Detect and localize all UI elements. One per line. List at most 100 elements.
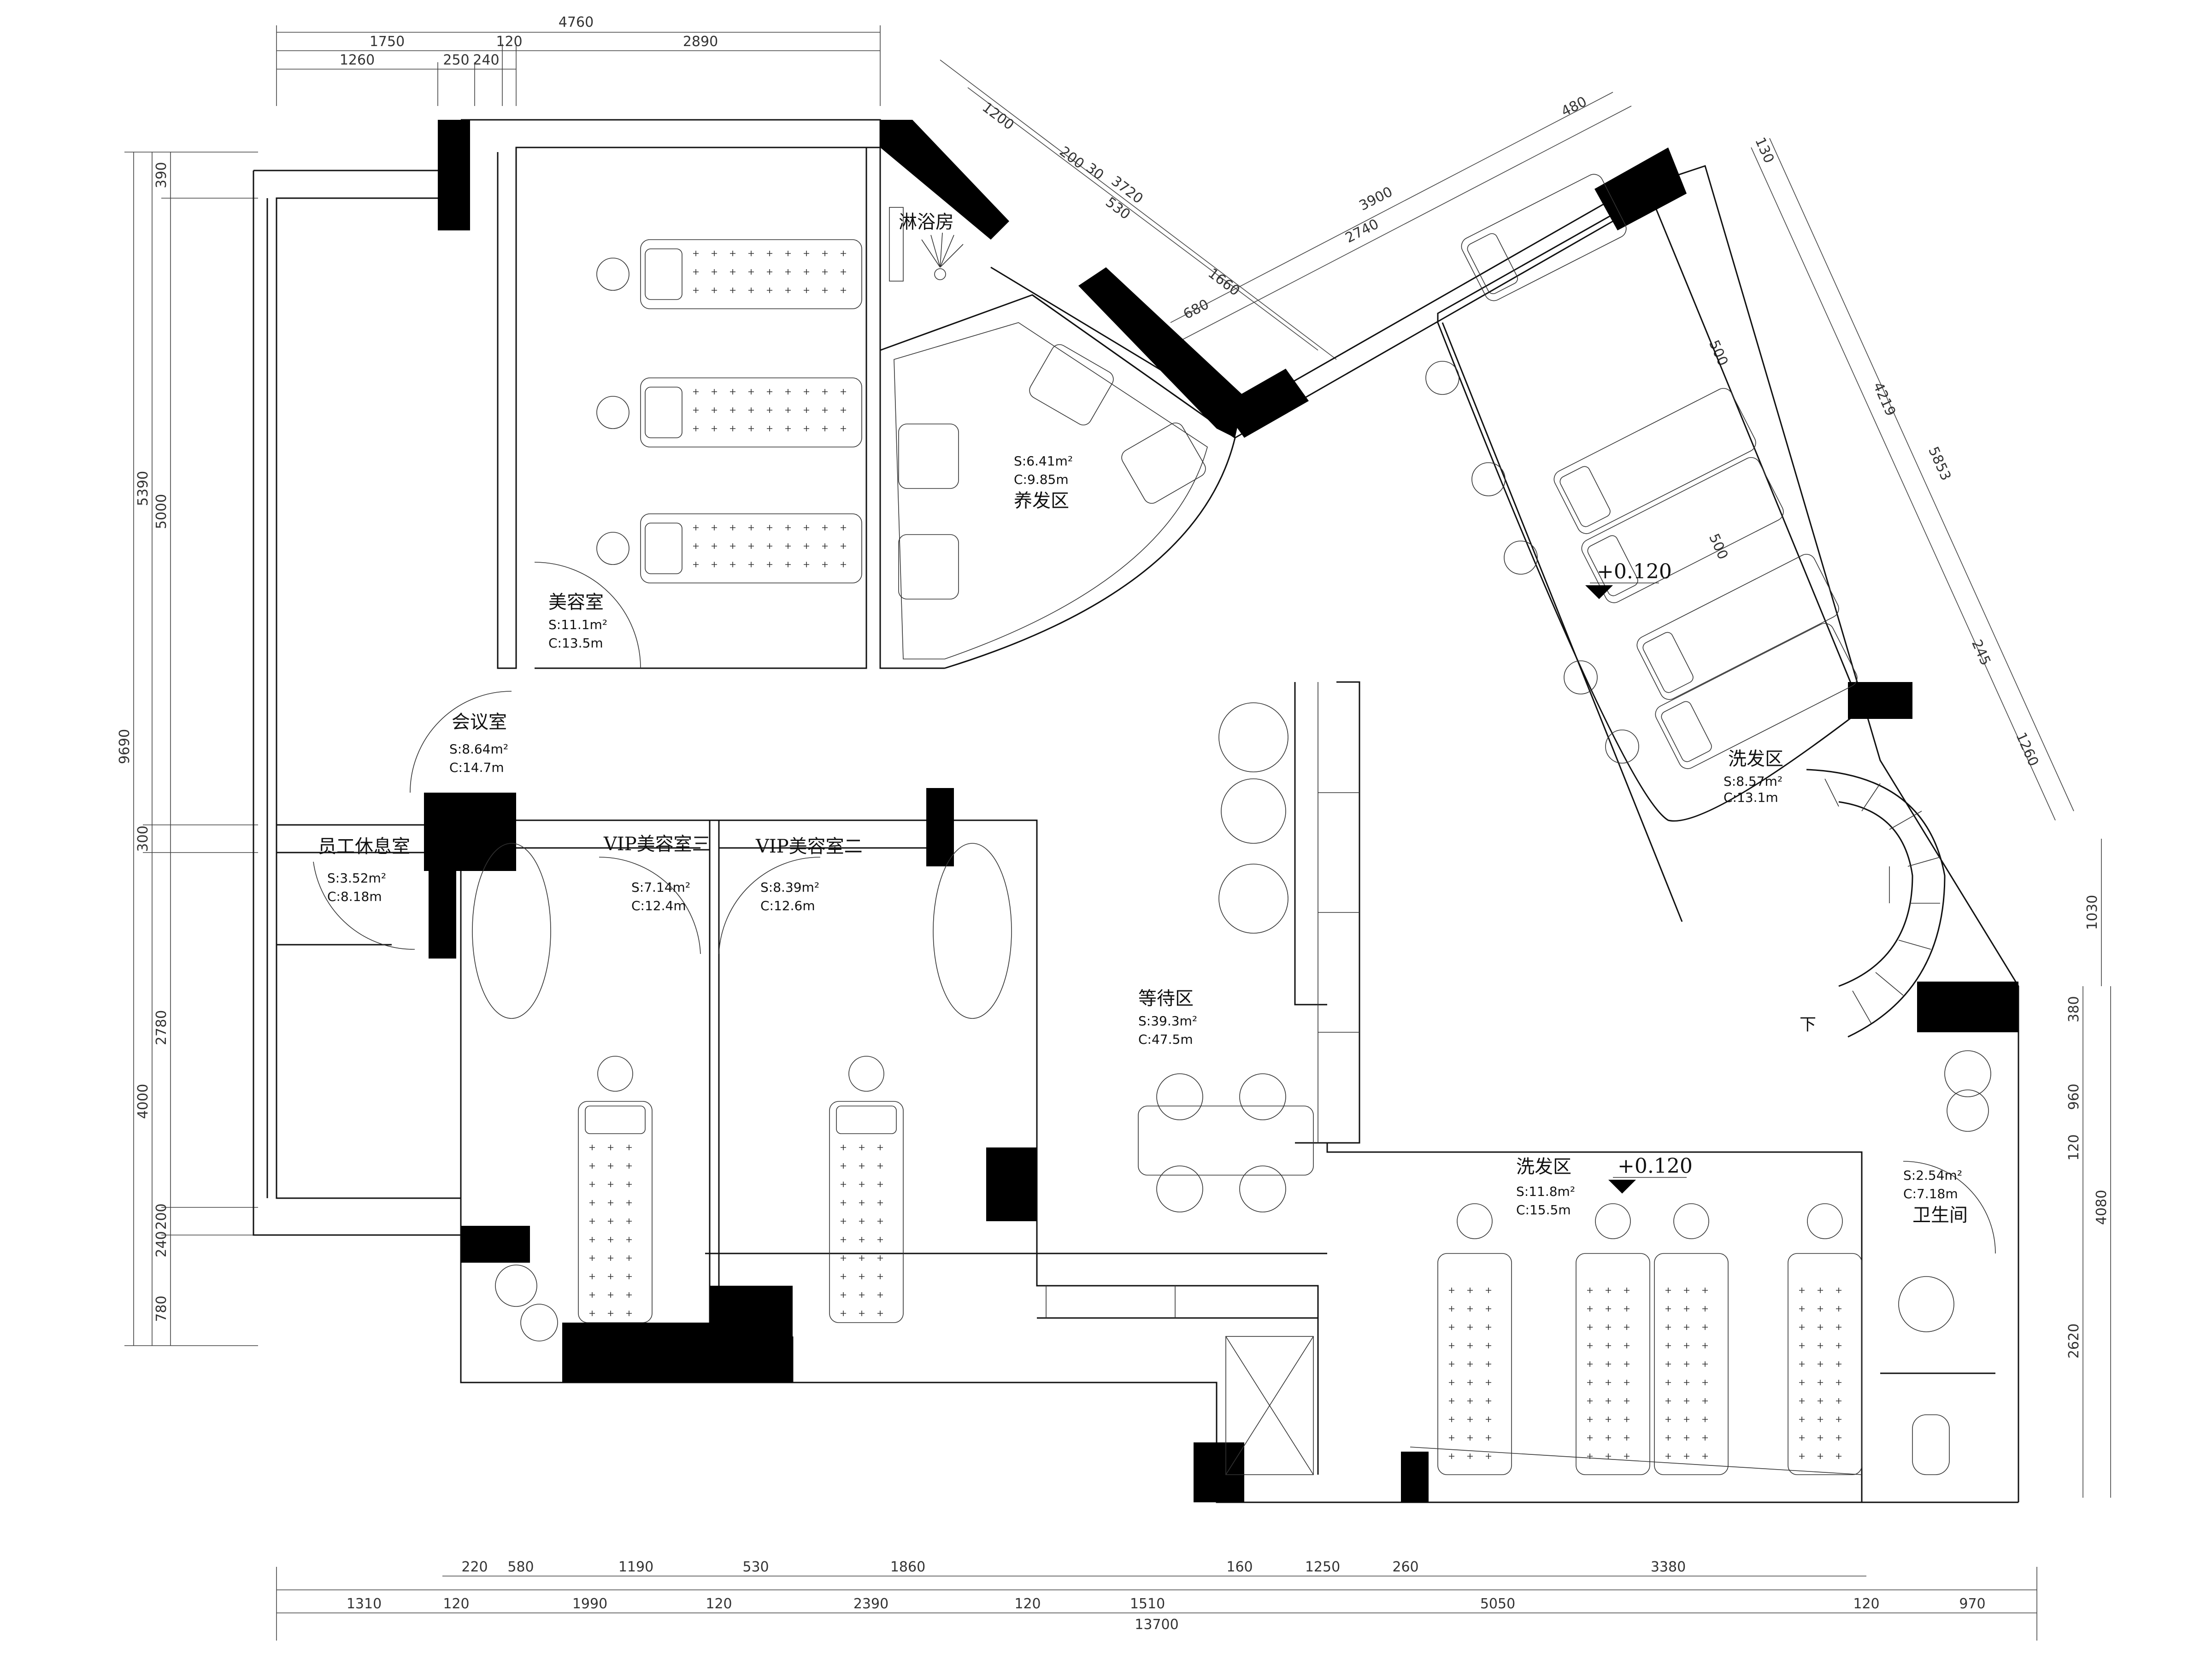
- dim-bottom-total: 13700: [1135, 1617, 1178, 1633]
- room-area: S:39.3m²: [1138, 1013, 1197, 1029]
- basin-icon: [1898, 1276, 1954, 1332]
- dim-top-r1-c: 2890: [683, 34, 718, 50]
- room-area: S:3.52m²: [327, 871, 386, 886]
- dim-left-r2-a: 390: [153, 162, 170, 188]
- dim-b2-e: 2390: [853, 1596, 888, 1612]
- level-lower-label: +0.120: [1618, 1154, 1693, 1178]
- dim-b2-h: 5050: [1480, 1596, 1515, 1612]
- dim-mid-b: 2740: [1343, 216, 1382, 247]
- wash-beds-lower: [1410, 1203, 1862, 1475]
- room-shower: 淋浴房: [899, 212, 954, 233]
- dimensions-diagonal-mid: 3900 2740 480: [1170, 92, 1632, 341]
- room-perimeter: C:14.7m: [449, 760, 504, 775]
- bed-pattern: [693, 251, 846, 293]
- room-name: 洗发区: [1728, 748, 1783, 770]
- room-perimeter: C:13.5m: [548, 635, 603, 651]
- stool: [1425, 361, 1459, 395]
- waiting-furniture: [1046, 682, 1359, 1475]
- dim-left-r2-b: 5000: [153, 494, 170, 529]
- dim-left-r2-d: 240: [153, 1231, 170, 1257]
- wc-fixtures: [1880, 1050, 1995, 1475]
- room-perimeter: C:7.18m: [1903, 1186, 1958, 1201]
- room-perimeter: C:47.5m: [1138, 1032, 1193, 1047]
- dim-mid-c: 480: [1559, 94, 1589, 120]
- room-perimeter: C:8.18m: [327, 889, 382, 904]
- dim-b1-d: 530: [742, 1559, 769, 1575]
- dim-b1-h: 260: [1392, 1559, 1418, 1575]
- wall-columns: [424, 120, 2018, 1502]
- dim-diag-c: 30: [1083, 160, 1107, 183]
- room-name: 会议室: [452, 712, 507, 733]
- dim-mid-a: 3900: [1357, 184, 1395, 214]
- room-wash-lower: 洗发区 S:11.8m² C:15.5m: [1516, 1156, 1575, 1218]
- plant-icon: [520, 1304, 558, 1341]
- bed-pattern: [693, 525, 846, 567]
- level-marker-lower: +0.120: [1608, 1154, 1693, 1194]
- dim-rd-e: 500: [1706, 531, 1731, 562]
- salon-chair: [898, 534, 959, 600]
- dim-left-r2-e: 200: [153, 1203, 170, 1230]
- salon-chair: [1029, 344, 1114, 426]
- dim-left-r1-c: 4000: [135, 1084, 151, 1119]
- wash-beds-upper: [1425, 174, 1858, 769]
- massage-bed: [596, 239, 862, 309]
- room-wash-upper: 洗发区 S:8.57m² C:13.1m: [1724, 748, 1783, 805]
- bed-pattern: [1665, 1288, 1708, 1459]
- room-vip2: VIP美容室二 S:8.39m² C:12.6m: [755, 836, 863, 913]
- dim-top-r2-b: 250: [443, 52, 469, 68]
- beds-upper-beauty: [596, 239, 862, 583]
- dimensions-top: 4760 1750 120 2890 1260 250 240: [276, 14, 881, 106]
- room-name: 等待区: [1138, 988, 1194, 1009]
- room-area: S:6.41m²: [1014, 453, 1073, 469]
- plant-icon: [1947, 1089, 1989, 1132]
- dim-rd-c: 5853: [1925, 444, 1954, 483]
- dim-b2-a: 1310: [347, 1596, 382, 1612]
- dim-b1-g: 1250: [1305, 1559, 1340, 1575]
- room-area: S:7.14m²: [631, 880, 690, 895]
- door-swings: [313, 562, 1996, 1254]
- dim-left-r2-c: 2780: [153, 1010, 170, 1045]
- dimensions-right-vertical: 1030 380 960 120 4080 2620: [2066, 839, 2111, 1498]
- room-hair-care: S:6.41m² C:9.85m 养发区: [1014, 453, 1073, 512]
- room-area: S:2.54m²: [1903, 1168, 1962, 1183]
- room-wc: S:2.54m² C:7.18m 卫生间: [1903, 1168, 1968, 1226]
- dim-left-r1-b: 300: [135, 825, 151, 852]
- bed-pattern: [1449, 1288, 1491, 1459]
- hair-care-chairs: [898, 344, 1206, 600]
- bed-pattern: [589, 1145, 632, 1316]
- dim-rd-f: 245: [1968, 637, 1994, 668]
- room-perimeter: C:13.1m: [1724, 790, 1778, 805]
- shower-fixture: [889, 207, 964, 282]
- bed-pattern: [1587, 1288, 1630, 1459]
- dim-b1-f: 160: [1226, 1559, 1253, 1575]
- dim-b2-d: 120: [706, 1596, 732, 1612]
- room-meeting: 会议室 S:8.64m² C:14.7m: [449, 712, 508, 775]
- room-beauty: 美容室 S:11.1m² C:13.5m: [548, 592, 607, 651]
- dim-b2-c: 1990: [572, 1596, 607, 1612]
- dim-rd-g: 1260: [2012, 730, 2041, 769]
- plant-icon: [495, 1265, 537, 1307]
- room-perimeter: C:12.6m: [760, 898, 815, 913]
- stool: [1504, 541, 1538, 575]
- room-area: S:8.57m²: [1724, 774, 1783, 789]
- massage-bed: [596, 377, 862, 447]
- dim-top-total: 4760: [559, 14, 594, 30]
- dim-b2-f: 120: [1014, 1596, 1041, 1612]
- dim-top-r2-a: 1260: [340, 52, 375, 68]
- dim-top-r1-a: 1750: [370, 34, 405, 50]
- room-name: 淋浴房: [899, 212, 954, 233]
- room-staff-rest: 员工休息室 S:3.52m² C:8.18m: [318, 836, 410, 904]
- room-vip3: VIP美容室三 S:7.14m² C:12.4m: [603, 834, 711, 913]
- dim-rv-b: 380: [2066, 996, 2082, 1022]
- dim-rv-e: 4080: [2094, 1190, 2110, 1225]
- massage-bed: [596, 513, 862, 583]
- dim-rv-a: 1030: [2084, 895, 2100, 930]
- stool: [1605, 729, 1639, 764]
- toilet-icon: [1912, 1414, 1950, 1475]
- room-name: 员工休息室: [318, 836, 410, 857]
- dim-rv-c: 960: [2066, 1083, 2082, 1110]
- room-perimeter: C:15.5m: [1516, 1202, 1571, 1218]
- dim-left-r1-a: 5390: [135, 471, 151, 506]
- salon-chair: [1121, 422, 1206, 504]
